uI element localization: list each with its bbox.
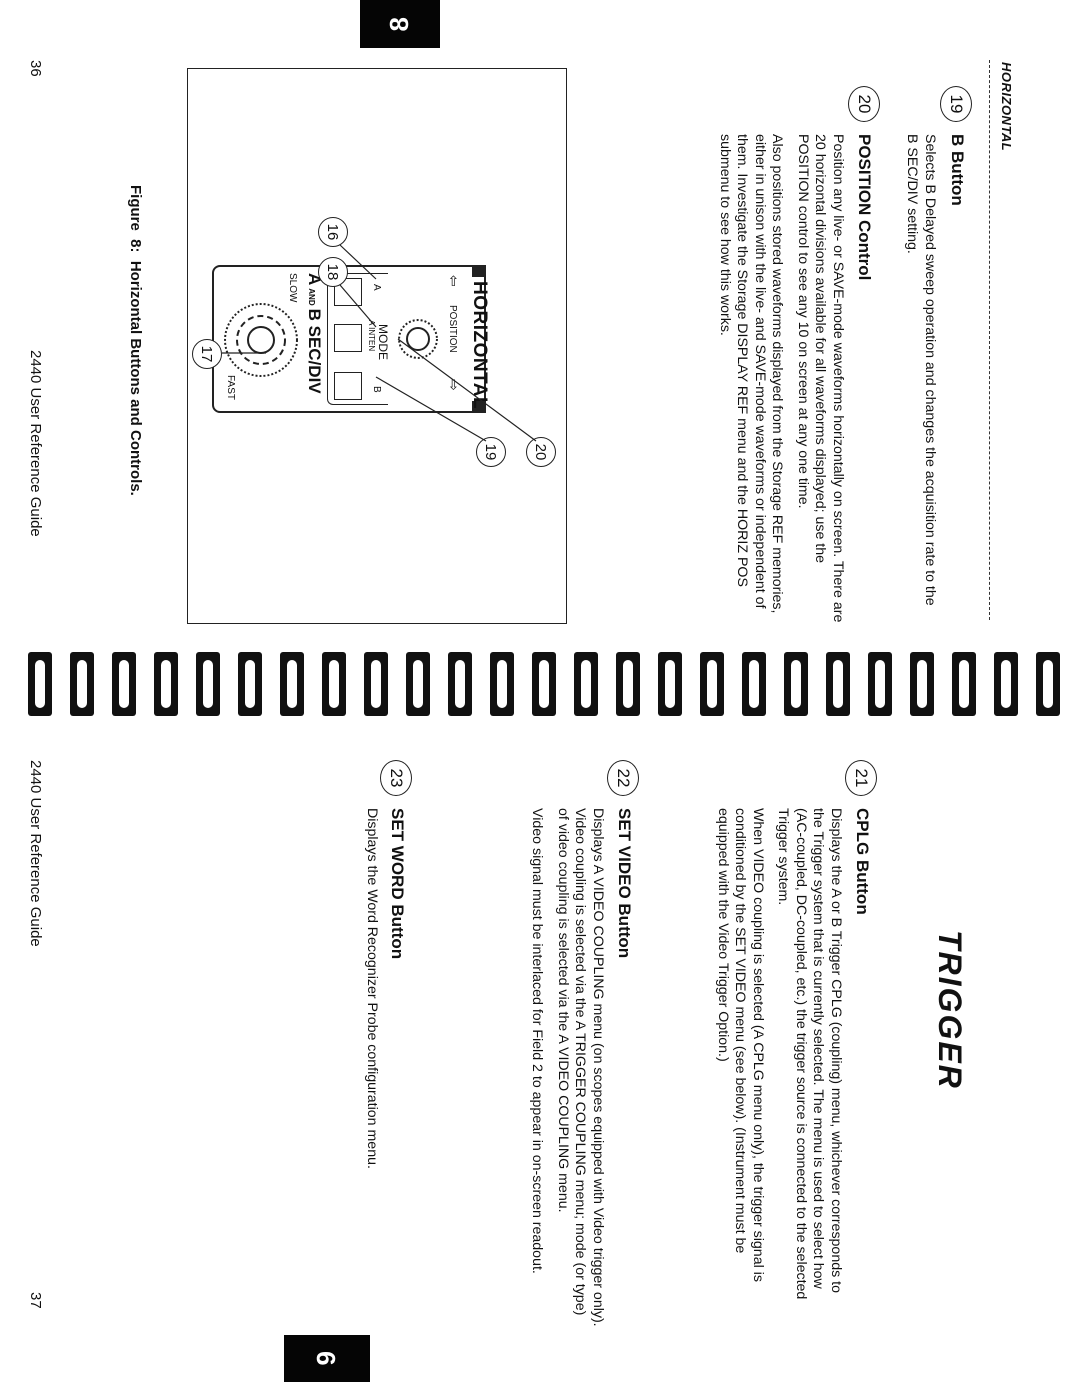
section-title-trigger: TRIGGER [932,930,968,1090]
item-body-cplg-button: Displays the A or B Trigger CPLG (coupli… [706,808,845,1308]
callout-leader-lines [222,244,537,442]
item-body-set-video-button: Displays A VIDEO COUPLING menu (on scope… [520,808,607,1328]
left-page: 8 HORIZONTAL 19 B Button Selects B Delay… [0,0,1080,630]
item-body-position-control: Position any live- or SAVE-mode waveform… [708,134,846,624]
section-header: HORIZONTAL [999,62,1014,152]
chapter-tab-8: 8 [360,0,440,48]
footer-guide-title: 2440 User Reference Guide [27,760,44,947]
chapter-tab-number: 9 [311,1351,342,1366]
footer-guide-title: 2440 User Reference Guide [27,350,44,537]
callout-21: 21 [845,760,877,796]
figure-caption: Figure 8: Horizontal Buttons and Control… [127,185,144,496]
item-title-position-control: POSITION Control [855,134,874,281]
item-title-cplg-button: CPLG Button [853,808,872,915]
spiral-binding [0,630,1080,740]
item-title-set-video-button: SET VIDEO Button [615,808,634,959]
paragraph: Video signal must be interlaced for Fiel… [529,808,546,1274]
callout-19: 19 [940,86,972,122]
paragraph: Displays A VIDEO COUPLING menu (on scope… [555,808,606,1327]
chapter-tab-number: 8 [384,16,415,32]
page-number: 37 [27,1292,44,1309]
callout-22: 22 [607,760,639,796]
item-body-set-word-button: Displays the Word Recognizer Probe confi… [355,808,380,1328]
item-title-b-button: B Button [948,134,967,206]
paragraph: Selects B Delayed sweep operation and ch… [904,134,939,606]
paragraph: Displays the A or B Trigger CPLG (coupli… [775,808,845,1300]
callout-23: 23 [380,760,412,796]
right-page: TRIGGER 21 CPLG Button Displays the A or… [0,740,1080,1397]
header-rule [989,60,990,620]
figure-8-box: HORIZONTAL ⇦ POSITION ⇨ MODE A A INTEN B [187,68,567,624]
item-body-b-button: Selects B Delayed sweep operation and ch… [895,134,939,614]
callout-20: 20 [848,86,880,122]
paragraph: Position any live- or SAVE-mode waveform… [795,134,846,623]
paragraph: When VIDEO coupling is selected (A CPLG … [715,808,766,1282]
paragraph: Also positions stored waveforms displaye… [717,134,786,614]
paragraph: Displays the Word Recognizer Probe confi… [364,808,380,1169]
page-number: 36 [27,60,44,77]
chapter-tab-9: 9 [284,1335,370,1382]
item-title-set-word-button: SET WORD Button [388,808,407,960]
